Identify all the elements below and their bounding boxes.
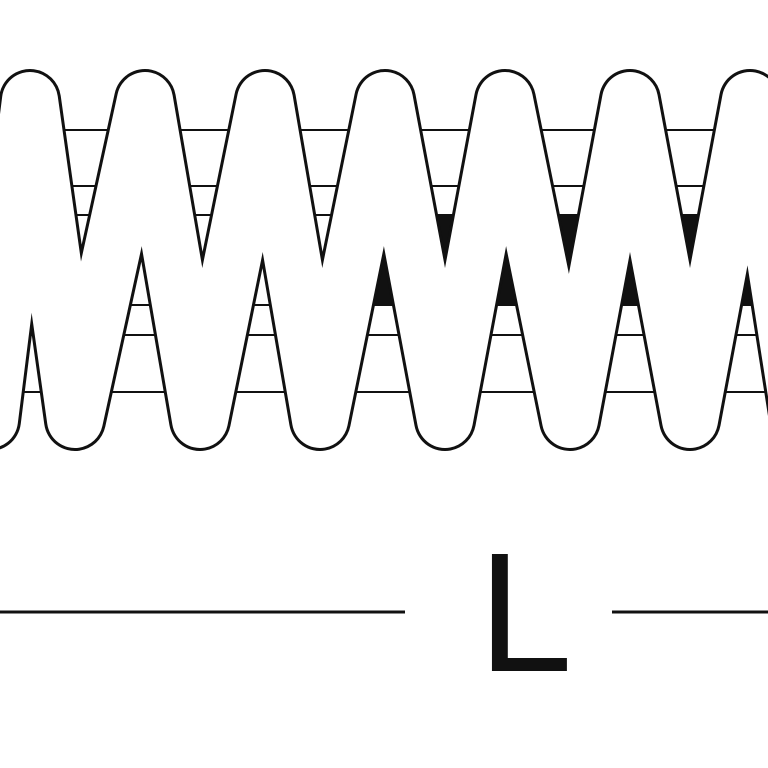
length-label: L (478, 518, 573, 708)
spring-coil (0, 69, 768, 451)
